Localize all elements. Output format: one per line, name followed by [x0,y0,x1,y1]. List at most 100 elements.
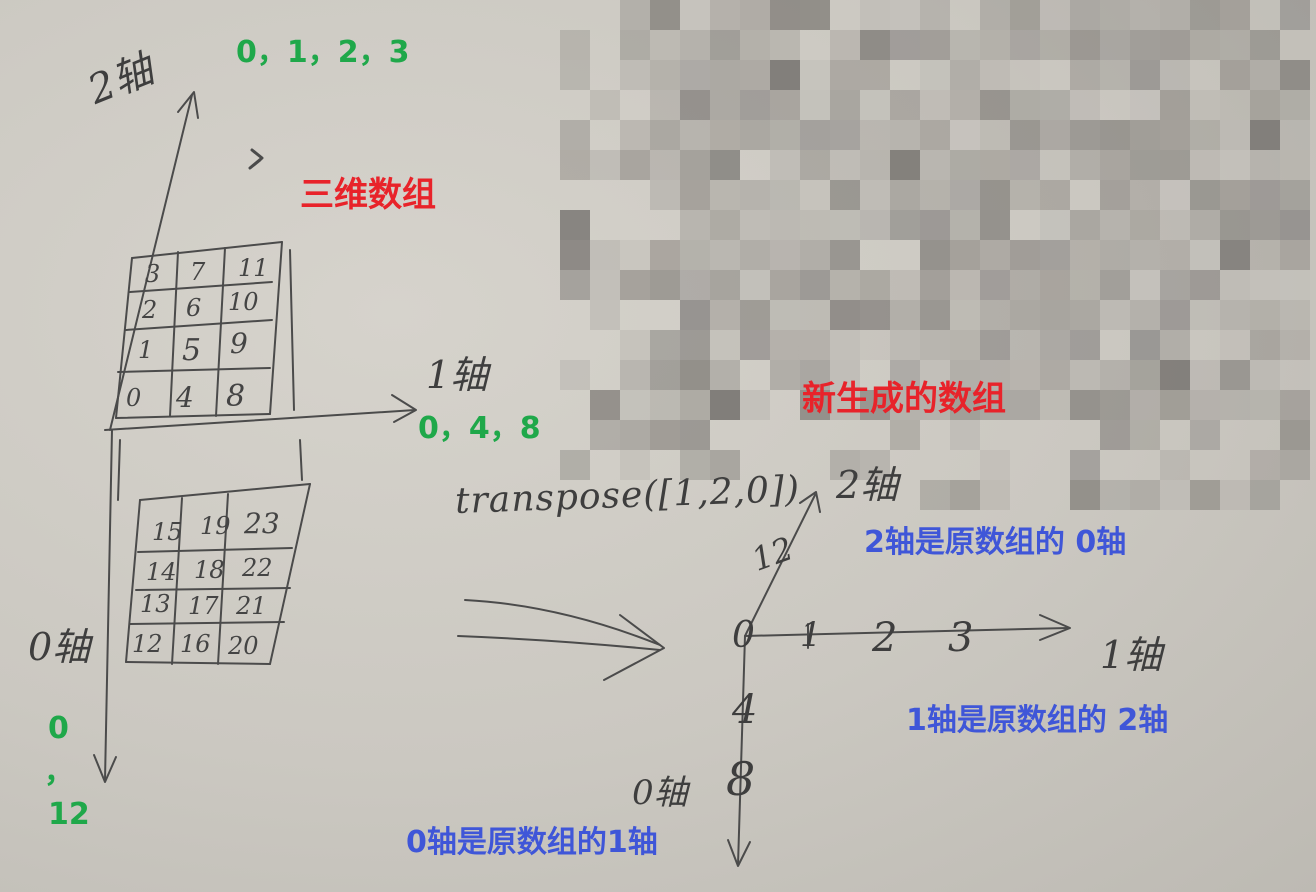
mosaic-tile [680,420,710,450]
grid-cell: 11 [238,254,269,282]
mosaic-tile [1040,0,1070,30]
mosaic-tile [1010,150,1040,180]
mosaic-tile [1220,240,1250,270]
mosaic-tile [710,90,740,120]
mosaic-tile [620,360,650,390]
mosaic-tile [680,450,710,480]
grid-cell: 15 [152,518,183,546]
mosaic-tile [1280,120,1310,150]
grid-cell: 8 [226,379,246,414]
mosaic-tile [1160,450,1190,480]
axis-0-value-last: 12 [48,797,90,832]
mosaic-tile [1100,60,1130,90]
mosaic-tile [830,90,860,120]
axis-1-arrow-head [391,394,417,423]
grid-cell: 19 [200,512,231,540]
new-axis-1-tick: 1 [800,615,822,655]
mosaic-tile [1220,390,1250,420]
mosaic-tile [1160,330,1190,360]
mosaic-tile [830,360,860,390]
mosaic-tile [620,270,650,300]
mosaic-tile [980,300,1010,330]
mosaic-tile [830,30,860,60]
mosaic-tile [890,180,920,210]
mosaic-tile [890,420,920,450]
mosaic-tile [1250,0,1280,30]
mosaic-tile [710,210,740,240]
mosaic-tile [560,450,590,480]
mosaic-tile [800,300,830,330]
axis-0-value-first: 0 [48,711,69,746]
mosaic-tile [710,270,740,300]
mosaic-tile [950,30,980,60]
mosaic-tile [800,90,830,120]
note-axis-0-mapping: 0轴是原数组的1轴 [406,825,658,860]
mosaic-tile [740,330,770,360]
new-axis-1-tick: 3 [948,615,974,661]
mosaic-tile [1010,360,1040,390]
mosaic-tile [1190,300,1220,330]
mosaic-tile [770,180,800,210]
grid-cell: 3 [145,260,161,288]
mosaic-tile [1070,150,1100,180]
note-axis-1-mapping: 1轴是原数组的 2轴 [906,703,1169,738]
mosaic-tile [1130,420,1160,450]
mosaic-tile [920,180,950,210]
mosaic-tile [800,60,830,90]
mosaic-tile [1040,360,1070,390]
mosaic-tile [1040,90,1070,120]
mosaic-tile [1070,270,1100,300]
mosaic-tile [770,30,800,60]
mosaic-tile [1220,480,1250,510]
mosaic-tile [1160,360,1190,390]
mosaic-tile [1070,30,1100,60]
mosaic-tile [740,240,770,270]
mosaic-tile [860,150,890,180]
mosaic-tile [1100,300,1130,330]
mosaic-tile [650,330,680,360]
mosaic-tile [890,150,920,180]
mosaic-tile [950,390,980,420]
grid-cell: 14 [146,558,177,586]
mosaic-tile [740,270,770,300]
mosaic-tile [590,240,620,270]
mosaic-tile [860,180,890,210]
mosaic-tile [770,300,800,330]
mosaic-tile [560,270,590,300]
mosaic-tile [1280,30,1310,60]
mosaic-tile [1100,180,1130,210]
mosaic-tile [590,270,620,300]
mosaic-tile [860,270,890,300]
mosaic-tile [1160,480,1190,510]
mosaic-tile [650,150,680,180]
mosaic-tile [1160,270,1190,300]
mosaic-tile [560,210,590,240]
grid-cell: 0 [126,384,142,412]
mosaic-tile [1070,240,1100,270]
mosaic-tile [1250,30,1280,60]
mosaic-tile [950,300,980,330]
mosaic-tile [1130,60,1160,90]
mosaic-tile [1070,360,1100,390]
mosaic-tile [740,210,770,240]
mosaic-tile [860,210,890,240]
mosaic-tile [1010,0,1040,30]
mosaic-tile [1010,300,1040,330]
axis-2-arrow-line [109,94,193,431]
mosaic-tile [920,240,950,270]
mosaic-tile [800,360,830,390]
handwritten-new-axis-1-label: 1轴 [1100,633,1163,677]
mosaic-tile [830,450,860,480]
mosaic-tile [1100,0,1130,30]
grid-cell: 4 [176,381,194,414]
mosaic-tile [800,0,830,30]
title-3d-array: 三维数组 [300,175,436,215]
title-new-array: 新生成的数组 [802,379,1006,419]
mosaic-tile [620,120,650,150]
mosaic-tile [830,330,860,360]
grid-cell: 7 [190,258,206,286]
mosaic-tile [710,30,740,60]
mosaic-tile [1190,390,1220,420]
handwritten-axis-0-label: 0轴 [28,625,91,669]
mosaic-tile [1070,120,1100,150]
